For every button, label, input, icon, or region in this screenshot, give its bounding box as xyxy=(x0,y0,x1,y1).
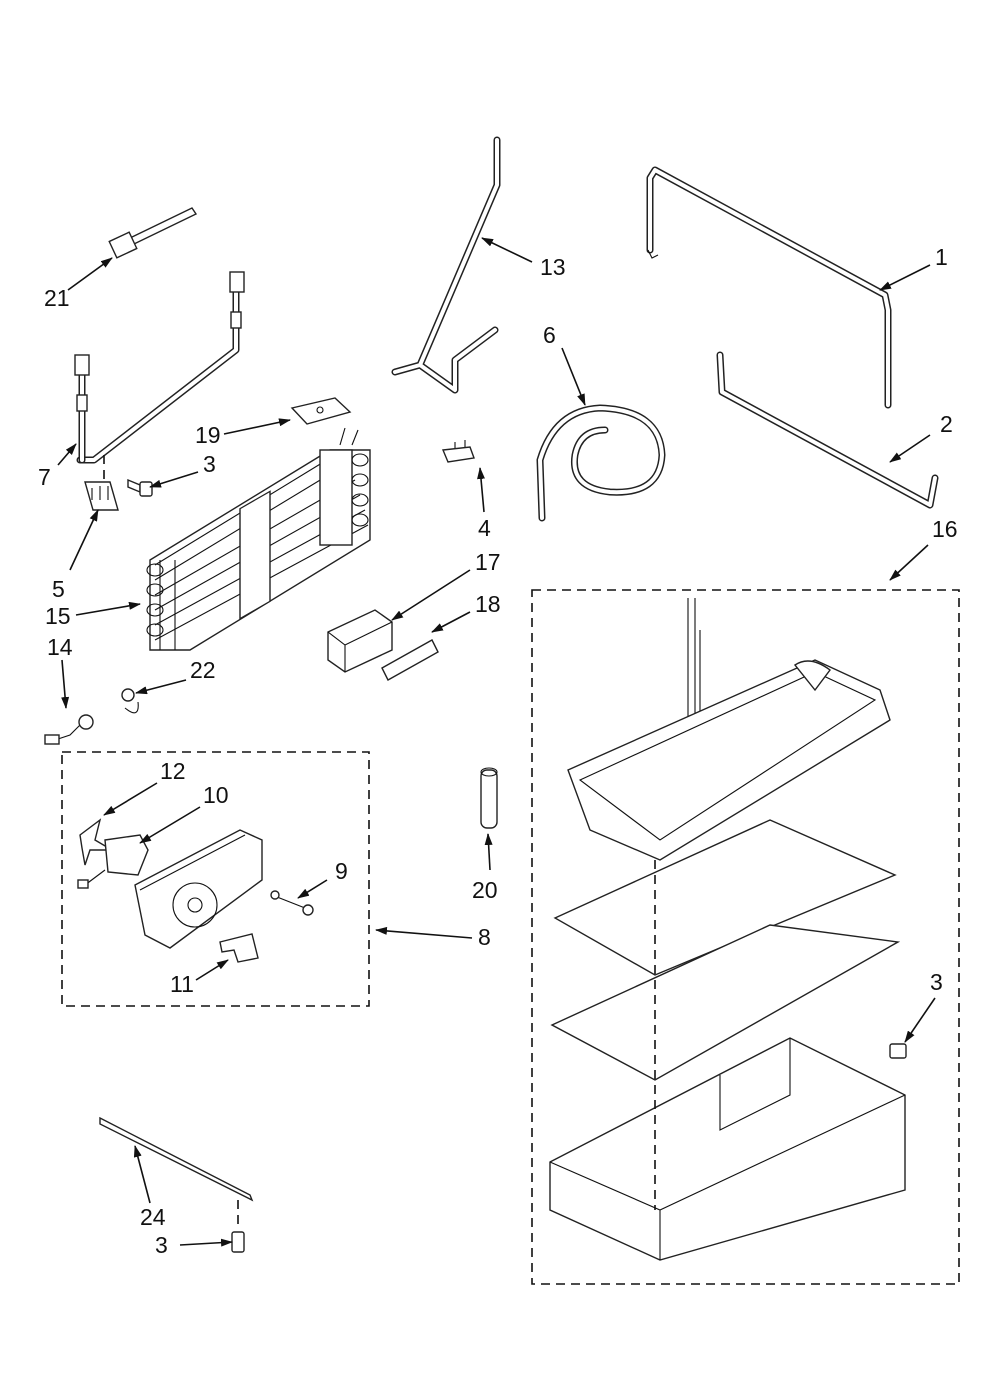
fan-assembly-outline xyxy=(61,751,370,1007)
callout-17: 17 xyxy=(475,549,501,575)
clip-part xyxy=(121,688,139,714)
callout-20: 20 xyxy=(472,877,498,903)
callout-12: 12 xyxy=(160,758,186,784)
callout-leaders xyxy=(57,237,936,1247)
fan-shroud-part xyxy=(134,829,263,949)
fan-bracket-part xyxy=(219,933,259,963)
screw-part-c xyxy=(231,1231,245,1253)
lower-heater-part xyxy=(716,351,939,509)
callout-3-top: 3 xyxy=(203,451,216,477)
callout-6: 6 xyxy=(543,322,556,348)
screw-part-a xyxy=(127,478,153,497)
callout-16: 16 xyxy=(932,516,958,542)
drain-pan-part xyxy=(567,598,891,861)
fan-grommet-part xyxy=(270,890,314,916)
shield-sheet-upper xyxy=(553,819,897,976)
wire-harness-part xyxy=(74,271,245,464)
cable-tie-part xyxy=(108,207,198,259)
callout-3-bottom: 3 xyxy=(155,1232,168,1258)
callout-19: 19 xyxy=(195,422,221,448)
callout-8: 8 xyxy=(478,924,491,950)
callout-labels: 1 2 3 3 3 4 5 6 7 8 9 10 11 12 13 14 15 … xyxy=(38,244,958,1258)
callout-5: 5 xyxy=(52,576,65,602)
callout-1: 1 xyxy=(935,244,948,270)
heater-loop-part xyxy=(646,166,892,409)
drain-tube-part xyxy=(391,136,501,394)
screw-part-b xyxy=(889,1043,907,1059)
callout-14: 14 xyxy=(47,634,73,660)
bracket-clip-part xyxy=(84,455,119,511)
callout-18: 18 xyxy=(475,591,501,617)
sensor-part xyxy=(44,714,94,745)
callout-4: 4 xyxy=(478,515,491,541)
fan-blade-part xyxy=(79,818,115,866)
evaporator-coil-part xyxy=(146,427,371,651)
coiled-tube-part xyxy=(536,404,666,522)
insulation-pad-part xyxy=(290,397,352,425)
cover-plate-part xyxy=(381,639,439,681)
housing-box-part xyxy=(327,609,393,673)
callout-22: 22 xyxy=(190,657,216,683)
callout-13: 13 xyxy=(540,254,566,280)
callout-7: 7 xyxy=(38,464,51,490)
callout-2: 2 xyxy=(940,411,953,437)
callout-15: 15 xyxy=(45,603,71,629)
callout-3-right: 3 xyxy=(930,969,943,995)
callout-11: 11 xyxy=(170,971,194,997)
drain-pan-assembly-outline xyxy=(531,589,960,1285)
shield-sheet-lower xyxy=(550,924,901,1081)
thermostat-clip-part xyxy=(441,440,475,463)
callout-21: 21 xyxy=(44,285,70,311)
pan-base-part xyxy=(549,1037,906,1261)
callout-9: 9 xyxy=(335,858,348,884)
fan-motor-part xyxy=(77,834,149,889)
callout-24: 24 xyxy=(140,1204,166,1230)
spacer-part xyxy=(480,767,498,829)
callout-10: 10 xyxy=(203,782,229,808)
trim-strip-part xyxy=(99,1116,254,1228)
